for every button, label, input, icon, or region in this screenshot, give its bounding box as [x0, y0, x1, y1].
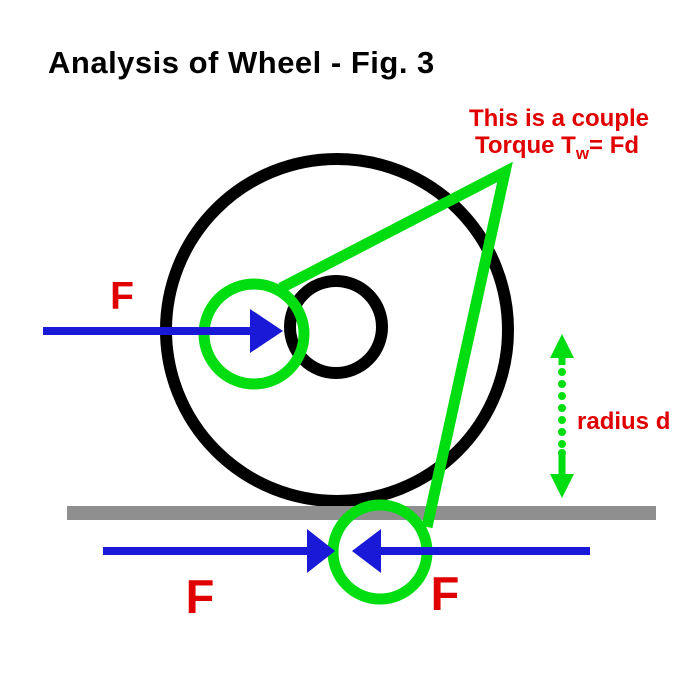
force-arrow-top: [43, 309, 283, 353]
dot: [558, 428, 566, 436]
radius-dimension-arrow: [550, 334, 574, 498]
dot: [558, 416, 566, 424]
couple-annotation-line1: This is a couple: [469, 105, 649, 132]
force-arrow-bottom-left-head-icon: [307, 529, 335, 573]
wheel-hub-circle: [284, 275, 388, 379]
dot: [558, 392, 566, 400]
force-label-bottom-right: F: [431, 567, 460, 620]
dot: [558, 404, 566, 412]
dimension-arrowhead-up-icon: [550, 334, 574, 358]
dimension-stem-bottom: [558, 453, 566, 477]
dot: [558, 368, 566, 376]
dimension-dotted-line: [558, 368, 566, 457]
torque-subscript: w: [575, 144, 590, 163]
dimension-stem-top: [558, 356, 566, 365]
radius-label: radius d: [577, 408, 670, 435]
dot: [558, 440, 566, 448]
force-label-bottom-left: F: [186, 570, 215, 623]
torque-text: Torque T: [475, 132, 576, 159]
dimension-arrowhead-down-icon: [550, 474, 574, 498]
force-arrow-bottom-right-head-icon: [352, 529, 381, 573]
force-label-top: F: [110, 275, 134, 318]
force-arrow-top-head-icon: [250, 309, 283, 353]
torque-equation: = Fd: [589, 132, 639, 159]
force-arrows-bottom: [103, 529, 590, 573]
dot: [558, 380, 566, 388]
figure-title: Analysis of Wheel - Fig. 3: [48, 45, 435, 80]
couple-annotation-line2: Torque Tw= Fd: [475, 132, 639, 163]
couple-annotation: This is a couple Torque Tw= Fd: [469, 105, 649, 163]
couple-pointer-lines: [278, 161, 513, 529]
